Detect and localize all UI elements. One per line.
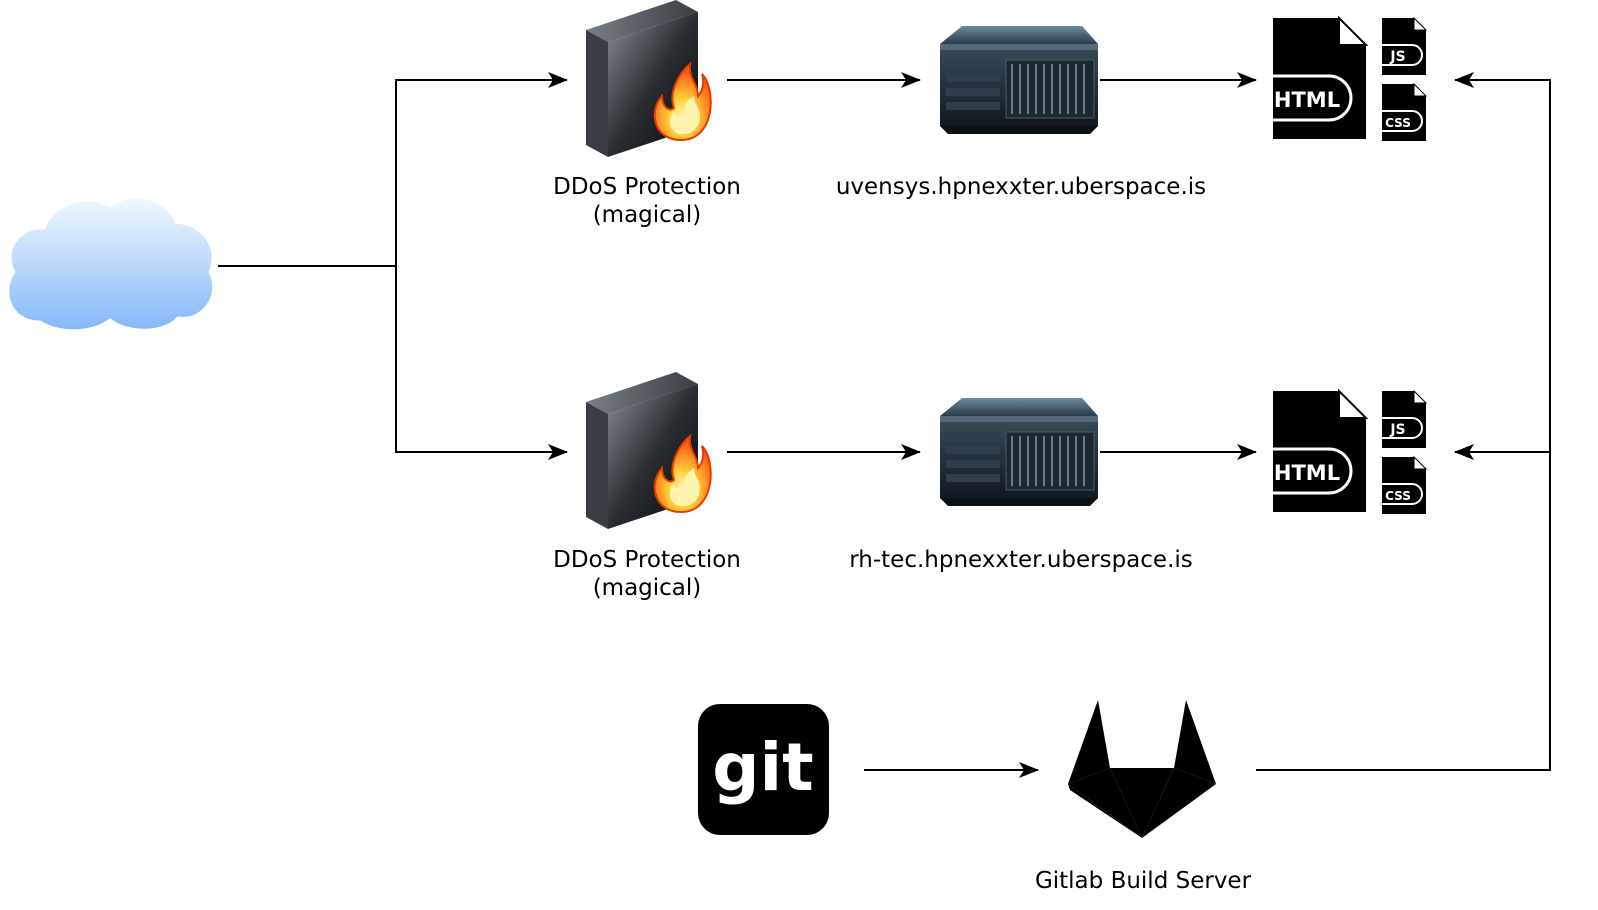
server-rack-icon xyxy=(939,25,1099,135)
html-file-icon: HTML xyxy=(1273,15,1369,139)
git-logo-icon: git xyxy=(698,704,829,835)
server-top: uvensys.hpnexxter.uberspace.is xyxy=(836,25,1206,200)
gitlab-label: Gitlab Build Server xyxy=(1035,868,1252,894)
server-label: uvensys.hpnexxter.uberspace.is xyxy=(836,174,1206,200)
gitlab-logo-icon xyxy=(1068,700,1216,838)
ddos-protection-top: DDoS Protection (magical) xyxy=(553,0,741,228)
html-file-label: HTML xyxy=(1274,461,1340,485)
css-file-icon: CSS xyxy=(1382,455,1428,514)
html-file-label: HTML xyxy=(1274,88,1340,112)
js-file-icon: JS xyxy=(1382,389,1428,448)
css-file-icon: CSS xyxy=(1382,82,1428,141)
gitlab-node: Gitlab Build Server xyxy=(1035,700,1252,894)
git-node: git xyxy=(698,704,829,835)
css-file-label: CSS xyxy=(1385,489,1411,503)
css-file-label: CSS xyxy=(1385,116,1411,130)
firewall-icon xyxy=(585,371,712,530)
js-file-icon: JS xyxy=(1382,16,1428,75)
connectors xyxy=(218,72,1551,778)
ddos-label-line2: (magical) xyxy=(593,575,702,601)
git-logo-text: git xyxy=(712,729,813,806)
cloud-to-ddos-top-line xyxy=(218,72,568,267)
gitlab-to-files-top-line xyxy=(1256,72,1551,771)
js-file-label: JS xyxy=(1389,422,1405,438)
ddos-protection-bottom: DDoS Protection (magical) xyxy=(553,371,741,601)
firewall-icon xyxy=(585,0,712,158)
server-bottom: rh-tec.hpnexxter.uberspace.is xyxy=(849,397,1193,573)
server-rack-icon xyxy=(939,397,1099,507)
ddos-label-line2: (magical) xyxy=(593,202,702,228)
html-file-icon: HTML xyxy=(1273,388,1369,512)
ddos-label-line1: DDoS Protection xyxy=(553,547,741,573)
web-files-bottom: HTML JS CSS xyxy=(1273,388,1428,514)
cloud-to-ddos-bottom-line xyxy=(395,266,568,460)
web-files-top: HTML JS CSS xyxy=(1273,15,1428,141)
ddos-label-line1: DDoS Protection xyxy=(553,174,741,200)
cloud-icon xyxy=(6,195,216,333)
js-file-label: JS xyxy=(1389,49,1405,65)
server-label: rh-tec.hpnexxter.uberspace.is xyxy=(849,547,1193,573)
